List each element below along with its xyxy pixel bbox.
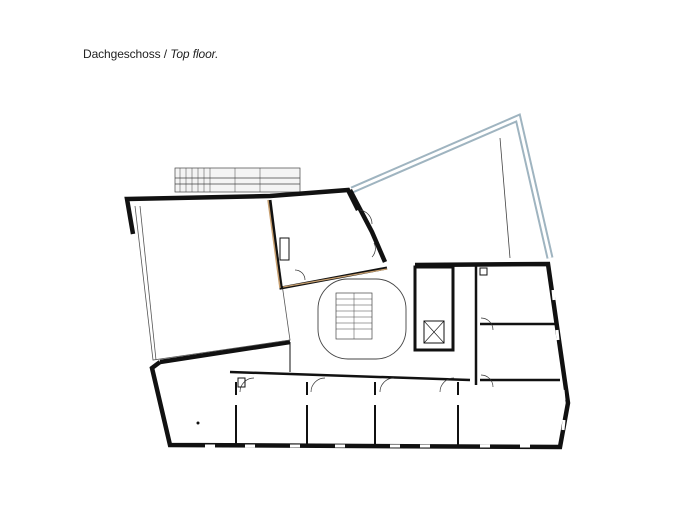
atrium-outline <box>134 199 291 361</box>
office-doors <box>239 317 494 393</box>
corridor-wall <box>229 342 471 382</box>
central-room <box>267 199 388 290</box>
stair-core <box>317 278 407 360</box>
balcony-railing <box>174 167 301 193</box>
windows <box>205 289 566 448</box>
door-swings <box>294 209 376 281</box>
exterior-walls <box>124 187 571 450</box>
roof-terrace <box>350 113 554 259</box>
caption-separator: / <box>160 47 171 61</box>
caption-german: Dachgeschoss <box>83 47 161 61</box>
office-partitions <box>235 382 459 445</box>
plan-caption: Dachgeschoss / Top floor. <box>83 47 218 61</box>
right-rooms <box>474 266 560 385</box>
caption-english: Top floor. <box>170 47 219 61</box>
elevator-core <box>413 265 455 352</box>
small-details <box>196 377 246 425</box>
